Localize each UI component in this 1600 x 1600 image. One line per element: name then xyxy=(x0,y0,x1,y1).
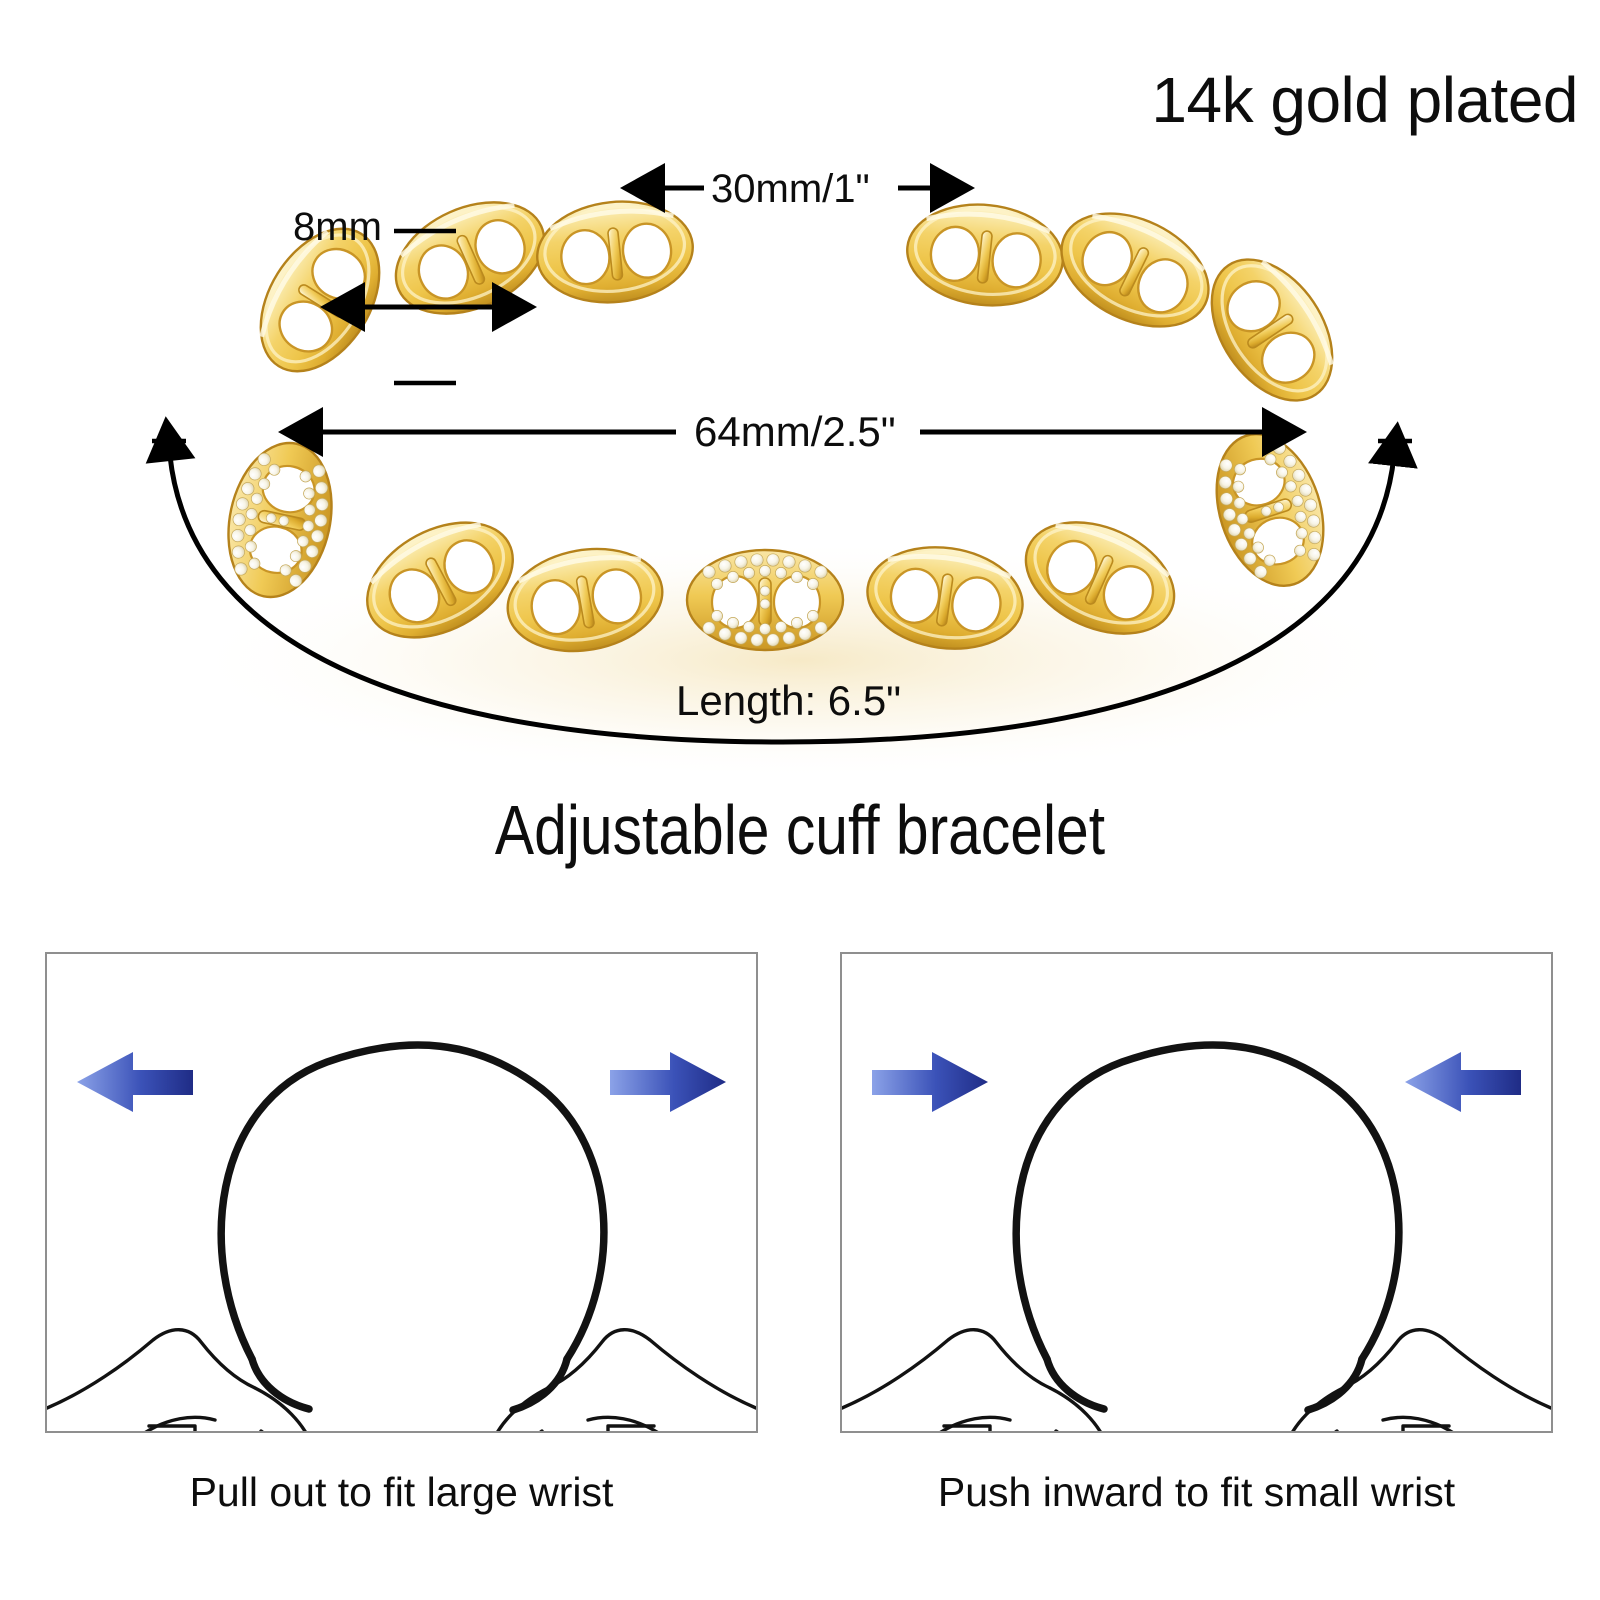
bracelet-illustration xyxy=(180,0,1420,780)
instruction-panel-push-inward xyxy=(840,952,1553,1433)
chain-link-pave xyxy=(685,548,845,652)
chain-link xyxy=(378,181,561,336)
arrow-right-outward xyxy=(610,1052,726,1112)
caption-pull-out: Pull out to fit large wrist xyxy=(189,1469,614,1515)
pull-out-illustration xyxy=(47,1041,756,1431)
arrow-left-inward xyxy=(872,1052,988,1112)
product-photo-stage: 8mm 30mm/1" 64mm/2.5" xyxy=(0,0,1600,790)
chain-link-pave xyxy=(213,432,347,608)
arrow-left-outward xyxy=(77,1052,193,1112)
chain-link xyxy=(902,197,1068,313)
caption-push-inward: Push inward to fit small wrist xyxy=(937,1469,1456,1515)
right-hand-outline xyxy=(1291,1328,1551,1431)
section-title: Adjustable cuff bracelet xyxy=(494,791,1106,869)
right-hand-outline xyxy=(496,1328,756,1431)
push-inward-illustration xyxy=(842,1041,1551,1431)
chain-link xyxy=(1187,237,1357,422)
left-hand-outline xyxy=(47,1328,307,1431)
left-hand-outline xyxy=(842,1328,1102,1431)
page-headline: 14k gold plated xyxy=(1151,64,1578,136)
chain-link xyxy=(1043,191,1227,349)
chain-link xyxy=(236,207,403,392)
chain-link xyxy=(532,194,698,310)
arrow-right-inward xyxy=(1405,1052,1521,1112)
instruction-panel-pull-out xyxy=(45,952,758,1433)
